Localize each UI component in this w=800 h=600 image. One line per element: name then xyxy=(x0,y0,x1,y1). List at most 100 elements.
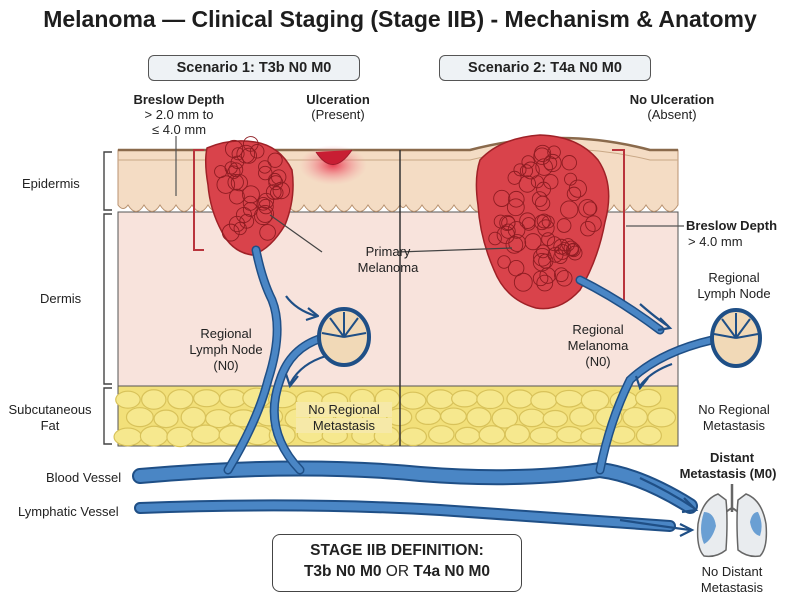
tumor-cell xyxy=(556,218,572,233)
lungs-icon xyxy=(696,484,768,558)
arrow-from-node-1 xyxy=(289,354,327,385)
fat-cell xyxy=(180,406,207,428)
fat-cell xyxy=(399,427,428,447)
tumor-cell xyxy=(227,173,244,191)
tumor-cell xyxy=(242,202,258,217)
arrow-from-node-1-head xyxy=(284,373,299,389)
tumor-cell xyxy=(554,243,571,260)
epidermis-label: Epidermis xyxy=(22,176,80,191)
primary-melanoma-line2: Melanoma xyxy=(357,260,419,275)
tumor-cell xyxy=(224,139,244,159)
tumor-cell xyxy=(229,188,245,205)
tumor-cell xyxy=(561,155,577,171)
arrow-to-lungs-1-head xyxy=(681,497,699,514)
arrow-from-node-2 xyxy=(639,362,673,387)
tumor-cells-scenario1 xyxy=(214,136,291,242)
fat-cell xyxy=(141,389,167,410)
tumor-cell xyxy=(240,147,257,164)
fat-cell xyxy=(647,407,677,428)
tumor-cell xyxy=(499,214,516,232)
fat-cell xyxy=(554,389,584,408)
tumor-cell xyxy=(513,272,533,292)
tumor-cell xyxy=(270,186,284,200)
tumor-cell xyxy=(233,221,247,236)
definition-stage-a: T3b N0 M0 xyxy=(303,563,382,580)
no-regional-met-s2-line2: Metastasis xyxy=(702,418,766,433)
primary-pointer-1 xyxy=(269,214,323,253)
ulceration-title-s2: No Ulceration xyxy=(629,92,715,107)
ulceration-title-s1: Ulceration xyxy=(306,92,370,107)
vessel-branch-1b-inner xyxy=(271,335,325,473)
tumor-cell xyxy=(231,147,245,161)
fat-cell xyxy=(569,407,595,427)
tumor-cell xyxy=(519,164,534,178)
tumor-cell xyxy=(557,242,572,256)
fat-cell xyxy=(478,425,506,445)
vessels xyxy=(132,245,717,532)
tumor-cell xyxy=(258,192,275,209)
tumor-cell xyxy=(578,199,597,218)
breslow-value-s1-line1: > 2.0 mm to xyxy=(144,107,214,122)
tumor-cell xyxy=(566,243,580,257)
fat-cell xyxy=(634,388,662,408)
node-label-s2-line1: Regional xyxy=(708,270,760,285)
tumor-cell xyxy=(543,153,562,173)
tumor-cell xyxy=(259,224,276,241)
dermis-label: Dermis xyxy=(40,291,82,306)
vessel-branch-2b-inner xyxy=(597,337,715,473)
tumor-cell xyxy=(556,270,573,287)
breslow-title-s1: Breslow Depth xyxy=(133,92,225,107)
fat-cell xyxy=(399,391,427,410)
definition-stage-b: T4a N0 M0 xyxy=(413,563,491,580)
page-title: Melanoma — Clinical Staging (Stage IIB) … xyxy=(43,6,757,32)
stage-definition-box: STAGE IIB DEFINITION: T3b N0 M0 OR T4a N… xyxy=(272,534,522,592)
tumor-cell xyxy=(536,274,554,292)
scenario2-label: Scenario 2: T4a N0 M0 xyxy=(439,55,651,81)
tumor-cell xyxy=(500,223,516,239)
tumor-cell xyxy=(518,175,537,193)
tumor-cell xyxy=(567,245,583,261)
breslow-title-s2: Breslow Depth xyxy=(686,218,778,233)
ulceration-crater xyxy=(315,149,353,165)
tumor-cell xyxy=(521,217,536,231)
arrow-to-node-2-head xyxy=(657,317,673,332)
lymph-node-scenario1 xyxy=(317,307,371,367)
tumor-cell xyxy=(547,145,561,160)
tumor-cell xyxy=(507,170,522,185)
node-label-s2-line2: Lymph Node xyxy=(697,286,771,301)
tumor-cell xyxy=(221,223,240,242)
fat-cell xyxy=(113,427,143,447)
tumor-cell xyxy=(541,232,556,247)
breslow-value-s1-line2: ≤ 4.0 mm xyxy=(151,122,207,137)
tumor-cell xyxy=(267,152,283,168)
tumor-cell xyxy=(521,161,540,180)
fat-cell xyxy=(218,388,247,409)
flow-arrows xyxy=(284,295,699,537)
lymphatic-vessel xyxy=(136,501,674,530)
tumor-cell xyxy=(539,267,556,284)
regional-melanoma-s2-line3: (N0) xyxy=(585,354,611,369)
tumor-cell xyxy=(258,198,274,215)
tumor-cell xyxy=(493,214,508,229)
no-distant-met-line2: Metastasis xyxy=(700,580,764,595)
tumor-cell xyxy=(537,219,555,237)
tumor-cell xyxy=(497,255,511,269)
fat-cell xyxy=(542,409,569,428)
subcut-label-line2: Fat xyxy=(40,418,60,433)
fat-cell xyxy=(440,407,467,426)
no-regional-met-s1-line1: No Regional xyxy=(296,402,392,417)
subcut-label-line1: Subcutaneous xyxy=(8,402,92,417)
arrow-from-node-2-head xyxy=(634,375,649,391)
tumor-cell xyxy=(493,189,511,207)
node-label-s1-line2: Lymph Node xyxy=(189,342,263,357)
tumor-cell xyxy=(547,246,564,263)
definition-heading: STAGE IIB DEFINITION: xyxy=(310,542,484,559)
tumor-cell xyxy=(258,165,273,181)
tumor-cell xyxy=(513,163,527,177)
tumor-cell xyxy=(536,181,552,197)
fat-cell xyxy=(506,389,534,409)
primary-melanoma-line1: Primary xyxy=(365,244,411,259)
regional-melanoma-s2-line1: Regional xyxy=(572,322,624,337)
fat-cell xyxy=(466,407,492,428)
